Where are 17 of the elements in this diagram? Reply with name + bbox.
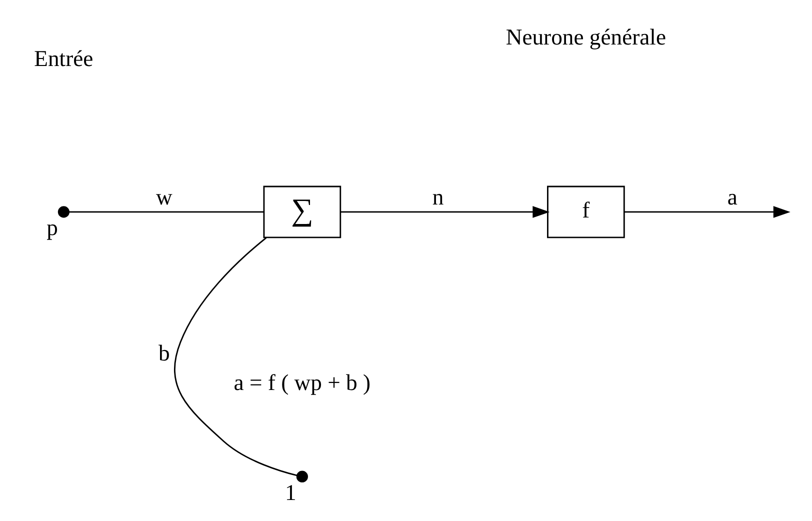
label: a = f ( wp + b ) [234, 370, 371, 395]
node-circle [58, 206, 70, 218]
connector [174, 237, 298, 476]
arrow [340, 206, 550, 218]
node-circle [296, 470, 308, 482]
arrow [624, 206, 790, 218]
node-label: p [46, 215, 58, 240]
edge-label: n [432, 184, 444, 210]
node-box: f [547, 186, 625, 238]
node-box: ∑ [263, 186, 342, 238]
edge-label: b [158, 340, 170, 366]
connector [68, 211, 264, 213]
edge-label: a [727, 184, 738, 210]
label: Neurone générale [506, 24, 666, 50]
edge-label: w [156, 184, 172, 210]
label: Entrée [34, 46, 94, 71]
node-label: 1 [285, 480, 296, 505]
